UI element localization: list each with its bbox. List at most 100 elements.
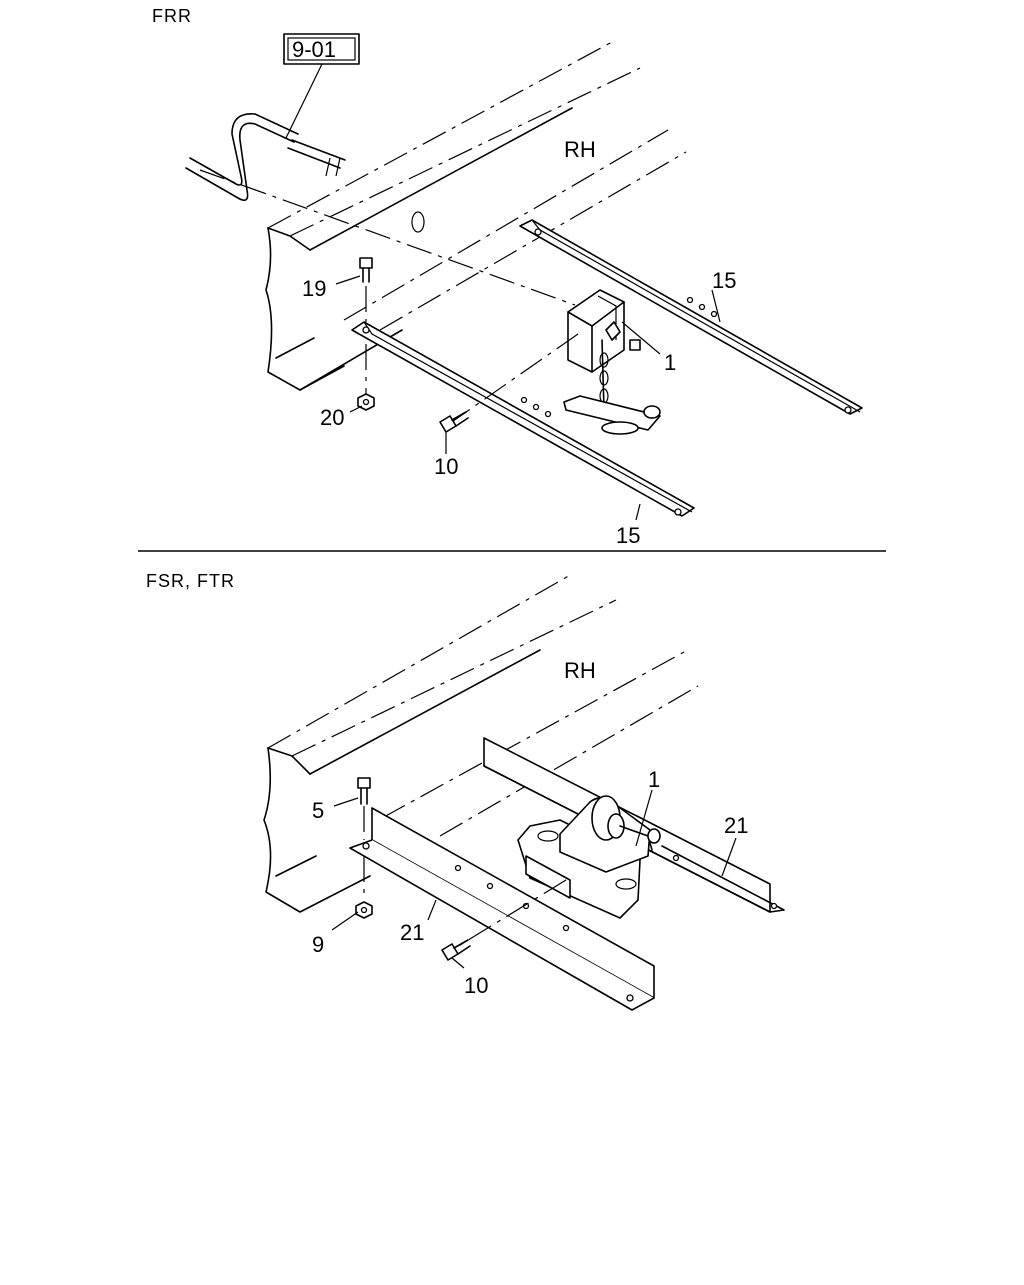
spare-tire-winch-fsr bbox=[451, 795, 661, 951]
winch-drive-socket bbox=[605, 321, 621, 341]
winch-chain bbox=[601, 339, 605, 411]
winch-bolt-axis bbox=[451, 879, 567, 951]
bracket-left bbox=[349, 807, 655, 1011]
crossmember-upper bbox=[519, 219, 863, 415]
winch-shaft-end bbox=[647, 828, 661, 844]
callout-19: 19 bbox=[302, 276, 326, 301]
leader-21-right bbox=[721, 837, 737, 877]
crossmember-upper-hole bbox=[534, 228, 542, 236]
frame-hole bbox=[411, 211, 425, 233]
callout-1-lower: 1 bbox=[648, 767, 660, 792]
winch-bolt-axis bbox=[445, 333, 579, 427]
crank-handle-inner bbox=[189, 113, 299, 186]
crossmember-lower bbox=[351, 321, 695, 517]
bolt-shank bbox=[453, 939, 471, 955]
nut-20 bbox=[357, 393, 375, 411]
callout-21-right: 21 bbox=[724, 813, 748, 838]
bracket-left-hole bbox=[626, 994, 634, 1002]
winch-clip bbox=[629, 339, 641, 351]
bolt-shank bbox=[360, 787, 368, 805]
winch-drum-hub bbox=[607, 813, 625, 839]
crank-handle bbox=[185, 113, 346, 201]
reference-box-frame bbox=[283, 33, 360, 65]
leader-20 bbox=[349, 405, 363, 413]
callout-5: 5 bbox=[312, 798, 324, 823]
bracket-right-hole bbox=[672, 854, 680, 862]
bolt-shank bbox=[451, 411, 469, 427]
callout-20: 20 bbox=[320, 405, 344, 430]
side-label-rh: RH bbox=[564, 137, 596, 162]
section-title-frr: FRR bbox=[152, 6, 192, 26]
crossmember-lower-hole bbox=[532, 403, 540, 411]
crossmember-lower-hole bbox=[674, 508, 682, 516]
bracket-left-hole bbox=[362, 842, 370, 850]
crank-pin bbox=[325, 157, 341, 177]
winch-mount-tab bbox=[525, 855, 571, 899]
bracket-left-flange bbox=[349, 839, 655, 1011]
leader-15-upper bbox=[711, 289, 721, 323]
bolt-5 bbox=[357, 777, 371, 840]
chain-link bbox=[599, 370, 609, 386]
winch-housing bbox=[567, 289, 625, 373]
leader-1-lower bbox=[635, 789, 653, 847]
bracket-right-hole bbox=[770, 902, 778, 910]
bolt-10-lower bbox=[441, 939, 471, 961]
section-title-fsr-ftr: FSR, FTR bbox=[146, 571, 235, 591]
rail-lower-inner bbox=[275, 337, 315, 359]
leader-9 bbox=[331, 911, 359, 931]
nut-9 bbox=[355, 901, 373, 919]
base-plate-slot bbox=[615, 878, 637, 890]
crank-handle-outer bbox=[185, 122, 295, 201]
reference-leader bbox=[285, 63, 323, 139]
callout-15-upper: 15 bbox=[712, 268, 736, 293]
bolt-19 bbox=[359, 257, 373, 322]
reference-box-inner bbox=[287, 37, 356, 61]
winch-housing-edges bbox=[567, 301, 625, 373]
side-label-rh: RH bbox=[564, 658, 596, 683]
bracket-left-hole bbox=[486, 882, 494, 890]
leader-19 bbox=[335, 275, 361, 285]
base-plate-slot bbox=[537, 830, 559, 842]
crossmember-upper-body bbox=[519, 219, 863, 415]
rail-top-edge-far bbox=[267, 573, 573, 749]
spare-tire-winch-frr bbox=[445, 289, 661, 435]
callout-1: 1 bbox=[664, 350, 676, 375]
tire-carrier-arm bbox=[563, 395, 661, 431]
rail-far-line-1 bbox=[381, 651, 685, 819]
crank-axis-line bbox=[199, 169, 576, 306]
bolt-head bbox=[357, 777, 371, 789]
bolt-shank bbox=[362, 267, 370, 283]
carrier-arm-end bbox=[643, 405, 661, 419]
leader-10-lower bbox=[451, 957, 465, 969]
reference-box[interactable]: 9-01 bbox=[283, 33, 360, 65]
callout-15-lower: 15 bbox=[616, 523, 640, 548]
rail-lower-inner bbox=[275, 855, 317, 877]
crossmember-lower-hole bbox=[362, 326, 370, 334]
rail-far-line-2 bbox=[379, 151, 687, 331]
rail-web-break bbox=[263, 747, 371, 913]
leader-5 bbox=[333, 797, 359, 807]
crossmember-lower-hole bbox=[520, 396, 528, 404]
rail-top-edge-near bbox=[291, 599, 617, 757]
rail-far-line-1 bbox=[343, 129, 669, 321]
rail-flange-end bbox=[267, 747, 311, 775]
leader-1 bbox=[621, 321, 661, 355]
rail-far-line-2 bbox=[439, 685, 699, 837]
callout-21-left: 21 bbox=[400, 920, 424, 945]
nut-bore bbox=[362, 398, 370, 406]
bracket-left-hole bbox=[454, 864, 462, 872]
crossmember-lower-hole bbox=[544, 410, 552, 418]
frame-rail-bottom bbox=[263, 573, 699, 913]
bolt-head bbox=[359, 257, 373, 269]
chain-link bbox=[599, 352, 609, 368]
section-fsr-ftr: FSR, FTR bbox=[146, 571, 785, 1011]
carrier-plate bbox=[601, 421, 639, 435]
crossmember-lower-flange bbox=[363, 321, 693, 513]
crossmember-upper-hole bbox=[710, 310, 718, 318]
leader-21-left bbox=[427, 899, 437, 921]
crossmember-upper-hole bbox=[844, 406, 852, 414]
crossmember-upper-hole bbox=[686, 296, 694, 304]
crossmember-upper-hole bbox=[698, 303, 706, 311]
rail-flange-end bbox=[267, 227, 311, 251]
